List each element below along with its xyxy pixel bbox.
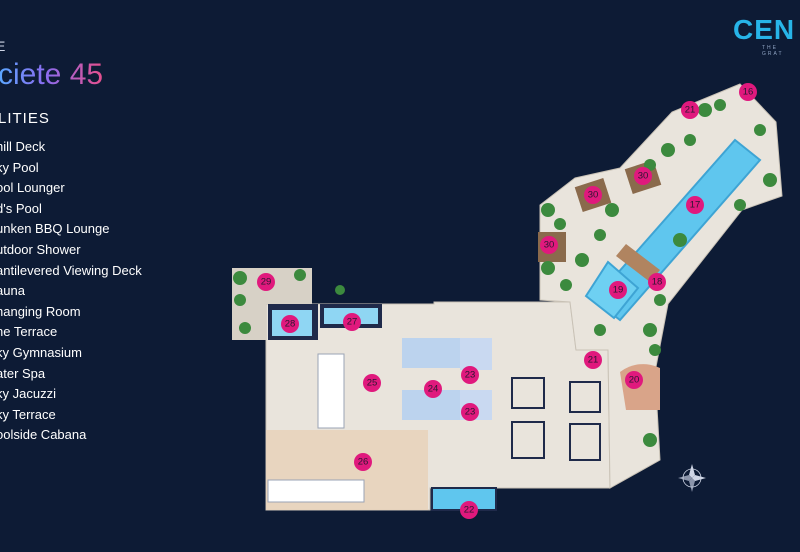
svg-text:16: 16	[743, 87, 754, 98]
facility-item[interactable]: d's Pool	[0, 200, 42, 216]
facility-item[interactable]: ool Lounger	[0, 180, 65, 196]
svg-text:30: 30	[588, 190, 599, 201]
map-pin-30[interactable]: 30	[584, 186, 602, 204]
svg-text:24: 24	[428, 384, 439, 395]
facility-list: hill Deck ky Pool ool Lounger d's Pool u…	[0, 137, 142, 446]
svg-text:21: 21	[685, 105, 696, 116]
map-pin-21[interactable]: 21	[584, 351, 602, 369]
map-pin-22[interactable]: 22	[460, 501, 478, 519]
svg-text:26: 26	[358, 457, 369, 468]
viewing-deck	[620, 364, 660, 410]
map-pin-24[interactable]: 24	[424, 380, 442, 398]
map-pin-30[interactable]: 30	[634, 167, 652, 185]
facility-item[interactable]: ky Pool	[0, 159, 39, 175]
svg-text:22: 22	[464, 505, 475, 516]
svg-text:21: 21	[588, 355, 599, 366]
facilities-heading: LITIES	[0, 110, 50, 127]
svg-text:23: 23	[465, 370, 476, 381]
sky-pool	[592, 138, 762, 322]
map-pin-25[interactable]: 25	[363, 374, 381, 392]
svg-text:30: 30	[544, 240, 555, 251]
map-pin-16[interactable]: 16	[739, 83, 757, 101]
facility-item[interactable]: oolside Cabana	[0, 427, 87, 443]
map-pin-28[interactable]: 28	[281, 315, 299, 333]
svg-text:30: 30	[638, 171, 649, 182]
facility-item[interactable]: ne Terrace	[0, 324, 58, 340]
facilities-sidebar: E ciete 45 LITIES hill Deck ky Pool ool …	[0, 0, 230, 552]
greenery	[233, 99, 777, 447]
map-pin-18[interactable]: 18	[648, 273, 666, 291]
map-pins: 16 21 17 30 30 30 18 19 29 28 27 25 24 2…	[257, 83, 757, 519]
svg-text:25: 25	[367, 378, 378, 389]
facility-item[interactable]: ater Spa	[0, 365, 46, 381]
map-pin-23[interactable]: 23	[461, 403, 479, 421]
svg-text:23: 23	[465, 407, 476, 418]
pool-lounger	[616, 244, 660, 282]
map-pin-23[interactable]: 23	[461, 366, 479, 384]
facility-item[interactable]: ky Jacuzzi	[0, 386, 56, 402]
facility-item[interactable]: hill Deck	[0, 139, 46, 154]
facility-item[interactable]: auna	[0, 283, 25, 299]
svg-text:27: 27	[347, 317, 358, 328]
svg-text:20: 20	[629, 375, 640, 386]
svg-text:29: 29	[261, 277, 272, 288]
map-pin-19[interactable]: 19	[609, 281, 627, 299]
svg-text:17: 17	[690, 200, 701, 211]
map-pin-17[interactable]: 17	[686, 196, 704, 214]
svg-text:19: 19	[613, 285, 624, 296]
facility-item[interactable]: antilevered Viewing Deck	[0, 262, 142, 278]
facility-item[interactable]: ky Gymnasium	[0, 344, 82, 360]
facility-item[interactable]: ky Terrace	[0, 406, 56, 422]
brand-tagline: THE GRAT	[762, 45, 784, 57]
compass-rose-icon	[678, 464, 706, 492]
floor-label: E	[0, 38, 8, 54]
svg-text:18: 18	[652, 277, 663, 288]
map-pin-26[interactable]: 26	[354, 453, 372, 471]
brand-logo: CEN	[733, 14, 796, 45]
svg-text:28: 28	[285, 319, 296, 330]
map-pin-20[interactable]: 20	[625, 371, 643, 389]
project-title: ciete 45	[0, 58, 104, 91]
map-pin-29[interactable]: 29	[257, 273, 275, 291]
facility-item[interactable]: hanging Room	[0, 303, 81, 319]
facility-item[interactable]: utdoor Shower	[0, 241, 81, 257]
facility-item[interactable]: unken BBQ Lounge	[0, 221, 110, 237]
map-pin-27[interactable]: 27	[343, 313, 361, 331]
map-pin-21[interactable]: 21	[681, 101, 699, 119]
map-pin-30[interactable]: 30	[540, 236, 558, 254]
